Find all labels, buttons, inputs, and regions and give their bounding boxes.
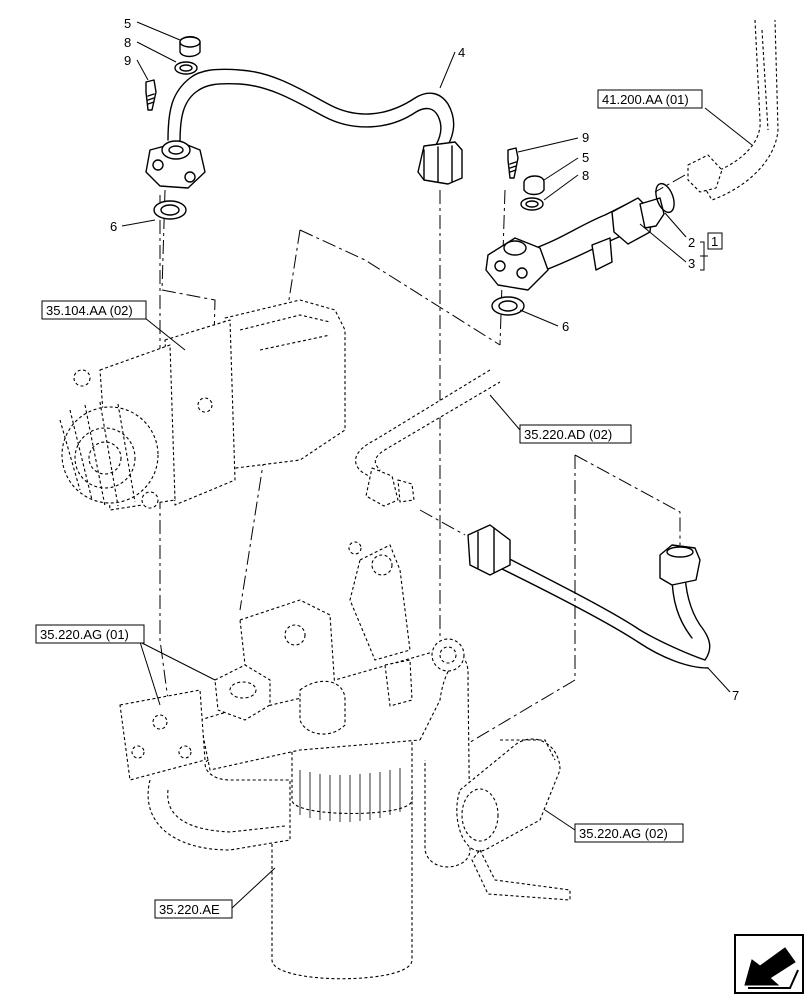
callout-4: 4	[458, 45, 465, 60]
ref-35220-ae[interactable]: 35.220.AE	[154, 899, 233, 919]
ref-41200-aa-01[interactable]: 41.200.AA (01)	[597, 89, 703, 109]
pipe-part-7	[467, 524, 711, 669]
pump-ghost	[59, 299, 346, 511]
arrow-back-icon[interactable]	[734, 934, 804, 994]
ghost-pipe-ad	[355, 369, 501, 507]
callout-7: 7	[732, 688, 739, 703]
fittings-left	[145, 36, 201, 220]
reference-boxes: 41.200.AA (01) 35.104.AA (02) 35.220.AD …	[35, 89, 703, 919]
callout-8-left: 8	[124, 35, 131, 50]
fitting-right	[485, 147, 675, 316]
ref-35220-ag-01[interactable]: 35.220.AG (01)	[35, 624, 145, 644]
callout-1: 1	[711, 234, 718, 249]
ghost-pipe-top-right	[687, 19, 779, 201]
callout-2: 2	[688, 235, 695, 250]
ref-35220-ad-02[interactable]: 35.220.AD (02)	[519, 424, 632, 444]
ref-35220-ag-02[interactable]: 35.220.AG (02)	[574, 823, 684, 843]
callout-8-right: 8	[582, 168, 589, 183]
callout-9-right: 9	[582, 130, 589, 145]
ref-41200-aa-01-label: 41.200.AA (01)	[602, 92, 689, 107]
callout-6-left: 6	[110, 219, 117, 234]
pipe-part-4	[145, 68, 463, 189]
callout-9-left: 9	[124, 53, 131, 68]
callout-6-right: 6	[562, 319, 569, 334]
ref-35220-ad-02-label: 35.220.AD (02)	[524, 427, 612, 442]
ref-35220-ag-02-label: 35.220.AG (02)	[579, 826, 668, 841]
ref-35220-ae-label: 35.220.AE	[159, 902, 220, 917]
callout-3: 3	[688, 256, 695, 271]
callout-5-right: 5	[582, 150, 589, 165]
filter-housing-ghost	[119, 541, 571, 980]
ref-35104-aa-02[interactable]: 35.104.AA (02)	[41, 300, 147, 320]
callout-numbers: 5 8 9 4 6 9 5 8 2 3 1 6 7	[110, 16, 739, 703]
ref-35104-aa-02-label: 35.104.AA (02)	[46, 303, 133, 318]
callout-5-left: 5	[124, 16, 131, 31]
leader-lines	[121, 21, 753, 909]
callout-1-box	[707, 232, 723, 250]
ref-35220-ag-01-label: 35.220.AG (01)	[40, 627, 129, 642]
